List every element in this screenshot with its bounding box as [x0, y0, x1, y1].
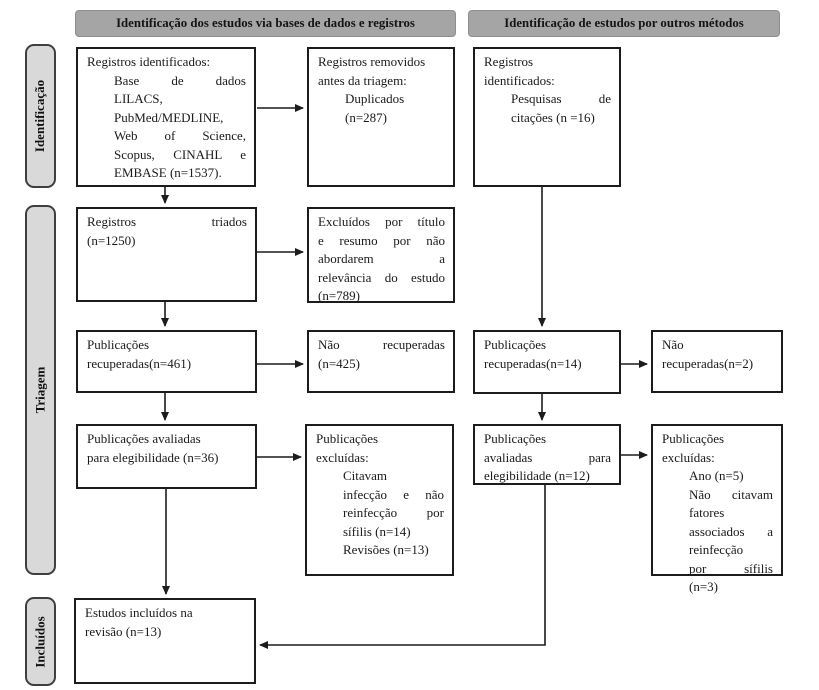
box-text-line: Registros — [484, 54, 534, 69]
box-text-line: Registros identificados: — [87, 54, 211, 69]
box-text-line: Base de dados — [114, 72, 246, 88]
box-text-line: Estudos incluídos na — [85, 605, 193, 620]
stage-label-text: Triagem — [32, 366, 48, 414]
box-text-line: LILACS, — [114, 91, 163, 106]
box-text-line: (n=287) — [345, 109, 387, 125]
box-text-line: excluídas: — [316, 449, 369, 465]
box-text-line: Publicações avaliadas — [87, 431, 201, 446]
box-text-line: Não recuperadas — [318, 337, 445, 352]
stage-label-identificacao: Identificação — [25, 44, 56, 188]
box-text-line: antes da triagem: — [318, 72, 407, 88]
box-text-line: infecção e não — [343, 486, 444, 502]
box-text-line: (n=3) — [689, 579, 718, 594]
box-text-line: citações (n =16) — [511, 109, 595, 125]
box-text-line: EMBASE (n=1537). — [114, 165, 222, 180]
box-text-line: recuperadas(n=14) — [484, 355, 582, 371]
box-text-line: (n=789) — [318, 288, 360, 303]
box-text-line: avaliadas para — [484, 449, 611, 465]
box-publicacoes-avaliadas-36: Publicações avaliadas para elegibilidade … — [76, 424, 257, 489]
header-bases-dados-registros: Identificação dos estudos via bases de d… — [75, 10, 456, 37]
box-text-line: reinfecção por — [343, 505, 444, 520]
box-text-line: associados a — [689, 523, 773, 539]
box-text-line: e resumo por não — [318, 232, 445, 248]
stage-label-triagem: Triagem — [25, 205, 56, 575]
box-text-line: Web of Science, — [114, 128, 246, 143]
box-text-line: Não — [662, 337, 684, 352]
box-text-line: Publicações — [316, 431, 379, 446]
header-outros-metodos: Identificação de estudos por outros méto… — [468, 10, 780, 37]
box-text-line: Excluídos por título — [318, 214, 445, 229]
box-text-line: excluídas: — [662, 449, 715, 465]
box-estudos-incluidos-revisao: Estudos incluídos na revisão (n=13) — [74, 598, 256, 684]
box-text-line: Registros removidos — [318, 54, 426, 69]
box-nao-recuperadas-2: Não recuperadas(n=2) — [651, 330, 783, 393]
box-text-line: por sífilis — [689, 560, 773, 576]
box-text-line: Publicações — [484, 431, 547, 446]
box-text-line: Publicações — [87, 337, 150, 352]
box-excluidos-titulo-resumo: Excluídos por título e resumo por não abor… — [307, 207, 455, 303]
box-text-line: para elegibilidade (n=36) — [87, 449, 219, 465]
box-text-line: Ano (n=5) — [689, 468, 744, 483]
box-text-line: revisão (n=13) — [85, 623, 162, 639]
box-text-line: Publicações — [484, 337, 547, 352]
box-publicacoes-recuperadas-461: Publicações recuperadas(n=461) — [76, 330, 257, 393]
box-text-line: reinfecção — [689, 542, 744, 557]
box-text-line: Revisões (n=13) — [343, 542, 429, 557]
header-label: Identificação de estudos por outros méto… — [504, 16, 744, 30]
box-publicacoes-excluidas-esquerda: Publicações excluídas: Citavam infecção e n… — [305, 424, 454, 576]
box-text-line: Scopus, CINAHL e — [114, 146, 246, 162]
box-text-line: (n=1250) — [87, 232, 136, 248]
stage-label-text: Incluídos — [32, 615, 48, 668]
box-text-line: fatores — [689, 505, 725, 520]
header-label: Identificação dos estudos via bases de d… — [116, 16, 415, 30]
box-nao-recuperadas-425: Não recuperadas (n=425) — [307, 330, 455, 393]
box-registros-triados: Registros triados (n=1250) — [76, 207, 257, 302]
box-text-line: relevância do estudo — [318, 269, 445, 285]
box-text-line: (n=425) — [318, 355, 360, 371]
box-text-line: Duplicados — [345, 91, 405, 106]
box-text-line: sífilis (n=14) — [343, 523, 411, 539]
stage-label-text: Identificação — [32, 79, 48, 153]
box-registros-removidos-antes-triagem: Registros removidos antes da triagem: Dupl… — [307, 47, 455, 187]
box-publicacoes-avaliadas-12: Publicações avaliadas para elegibilidade (… — [473, 424, 621, 485]
box-text-line: elegibilidade (n=12) — [484, 468, 590, 483]
box-text-line: Não citavam — [689, 486, 773, 502]
box-registros-identificados-outros-metodos: Registros identificados: Pesquisas de citaç… — [473, 47, 621, 187]
box-text-line: identificados: — [484, 72, 555, 88]
box-text-line: Pesquisas de — [511, 91, 611, 106]
stage-label-incluidos: Incluídos — [25, 597, 56, 686]
box-text-line: PubMed/MEDLINE, — [114, 109, 224, 125]
box-publicacoes-recuperadas-14: Publicações recuperadas(n=14) — [473, 330, 621, 394]
box-text-line: abordarem a — [318, 251, 445, 266]
box-publicacoes-excluidas-direita: Publicações excluídas: Ano (n=5) Não citava… — [651, 424, 783, 594]
box-text-line: recuperadas(n=461) — [87, 355, 192, 371]
box-text-line: Citavam — [343, 468, 388, 483]
box-text-line: Publicações — [662, 431, 725, 446]
box-text-line: recuperadas(n=2) — [662, 355, 754, 371]
box-text-line: Registros triados — [87, 214, 247, 229]
